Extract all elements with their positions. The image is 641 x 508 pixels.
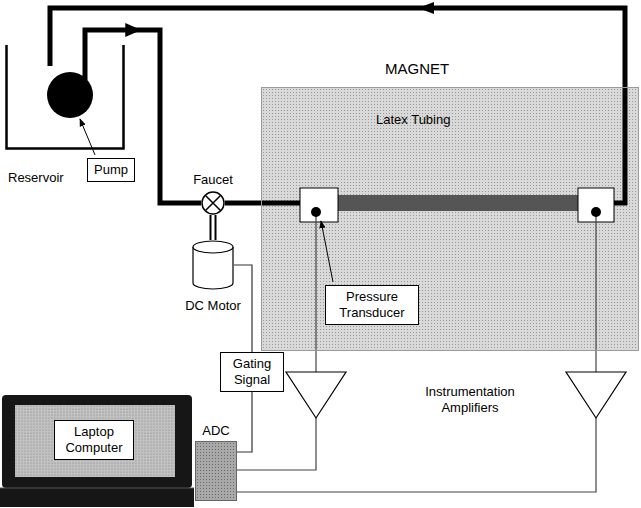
valve-cross	[206, 196, 221, 211]
arrow-head	[418, 2, 434, 14]
amplifier-symbol	[566, 372, 626, 418]
pressure-transducer-box: Pressure Transducer	[325, 285, 419, 325]
node-label: DC Motor	[185, 298, 241, 314]
pump-label-box: Pump	[87, 158, 135, 182]
transducer-dot	[311, 207, 321, 217]
laptop-screen-box: Laptop Computer	[54, 420, 134, 460]
node-label: Gating Signal	[227, 356, 277, 388]
transducer-housing	[300, 188, 338, 222]
amplifier-symbol	[286, 372, 346, 418]
signal-wire	[315, 216, 316, 350]
leader-line	[321, 221, 333, 282]
latex-tubing	[338, 195, 578, 211]
motor-outline	[192, 240, 234, 290]
node-label: ADC	[202, 423, 229, 439]
faucet-valve: Faucet	[201, 191, 225, 215]
laptop-base	[0, 488, 194, 507]
node-label: Pump	[94, 162, 128, 178]
reservoir-tank: Reservoir	[5, 45, 125, 150]
transducer-dot	[591, 207, 601, 217]
tank-outline	[5, 45, 125, 150]
tubing-label: Latex Tubing	[376, 112, 450, 128]
dc-motor: DC Motor	[192, 240, 234, 290]
gating-signal-box: Gating Signal	[220, 352, 284, 392]
motor-shaft	[210, 215, 217, 240]
signal-wire	[595, 349, 596, 372]
motor-top	[193, 241, 233, 253]
amplifier-label: Instrumentation Amplifiers	[405, 384, 535, 416]
valve-outline	[201, 191, 225, 215]
magnet-region: MAGNETPressure Transducer	[262, 88, 638, 350]
laptop-hinge	[0, 488, 194, 489]
gating-wire	[236, 392, 252, 452]
laptop-body	[2, 395, 192, 488]
transducer-housing	[578, 188, 614, 222]
shaft-gap	[212, 215, 215, 240]
laptop-screen	[15, 405, 175, 477]
valve-body	[202, 192, 224, 214]
adc-box: ADC	[196, 442, 236, 500]
signal-wire	[236, 418, 596, 492]
tubing-pipe	[262, 201, 300, 206]
return-pipe	[50, 8, 625, 88]
arrow-head	[125, 23, 141, 37]
tubing-pipe	[623, 88, 628, 205]
node-label: Laptop Computer	[61, 424, 127, 456]
signal-wire	[236, 418, 316, 470]
magnet-outline	[262, 88, 638, 350]
supply-pipe	[83, 45, 88, 80]
signal-wire	[595, 216, 596, 350]
return-pipe	[48, 45, 53, 66]
node-label: Reservoir	[8, 170, 64, 186]
signal-wire	[315, 349, 316, 372]
node-label: MAGNET	[385, 60, 449, 78]
supply-pipe	[85, 30, 201, 203]
tank-wall	[7, 45, 124, 149]
node-label: Faucet	[193, 172, 233, 188]
supply-pipe	[225, 201, 262, 206]
node-label: Pressure Transducer	[332, 289, 412, 321]
